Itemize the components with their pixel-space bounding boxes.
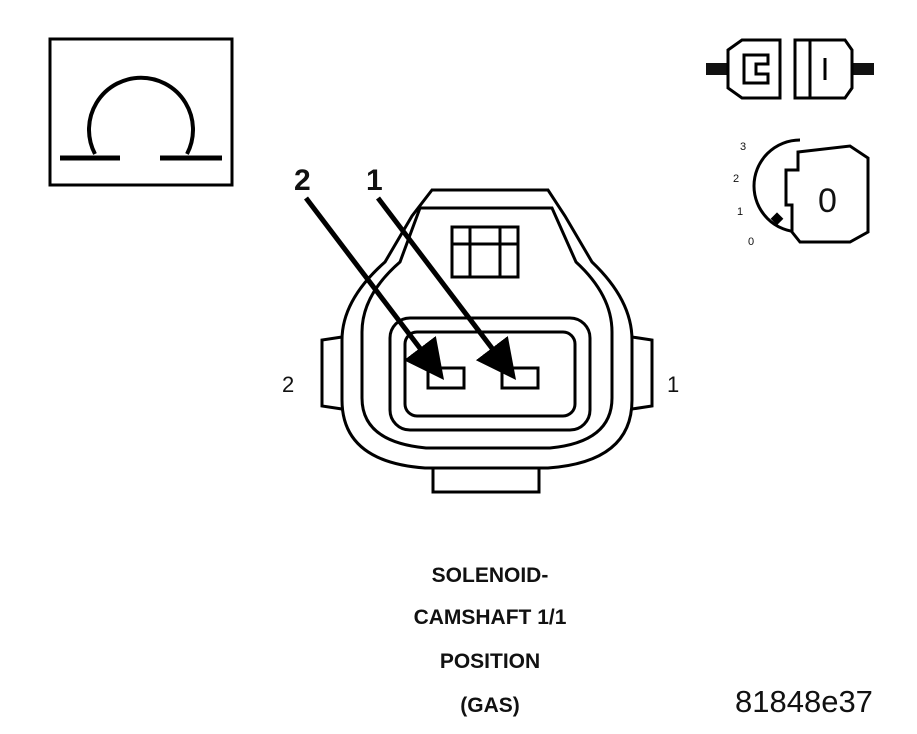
key-label: 0 [818,182,837,220]
caption-line: POSITION [439,650,541,673]
connector-disconnect-icon [706,38,874,100]
ignition-position-label: 2 [733,173,739,185]
pin-1-arrow [376,196,517,380]
terminal-2 [426,366,466,390]
ignition-position-label: 1 [737,206,743,218]
ignition-position-label: 3 [740,141,746,153]
ignition-key-icon: 3 2 1 0 0 [733,138,870,248]
caption-line: (GAS) [460,694,520,717]
side-label-pin-2: 2 [282,372,294,397]
pin-2-callout: 2 [294,164,311,197]
caption-line: CAMSHAFT 1/1 [413,606,567,629]
pin-1-callout: 1 [366,164,383,197]
pin-2-arrow [304,196,445,380]
ignition-position-label: 0 [748,236,754,248]
side-label-pin-1: 1 [667,372,679,397]
figure-code: 81848e37 [735,684,873,719]
ohm-icon [48,37,234,187]
caption-line: SOLENOID- [431,564,549,587]
